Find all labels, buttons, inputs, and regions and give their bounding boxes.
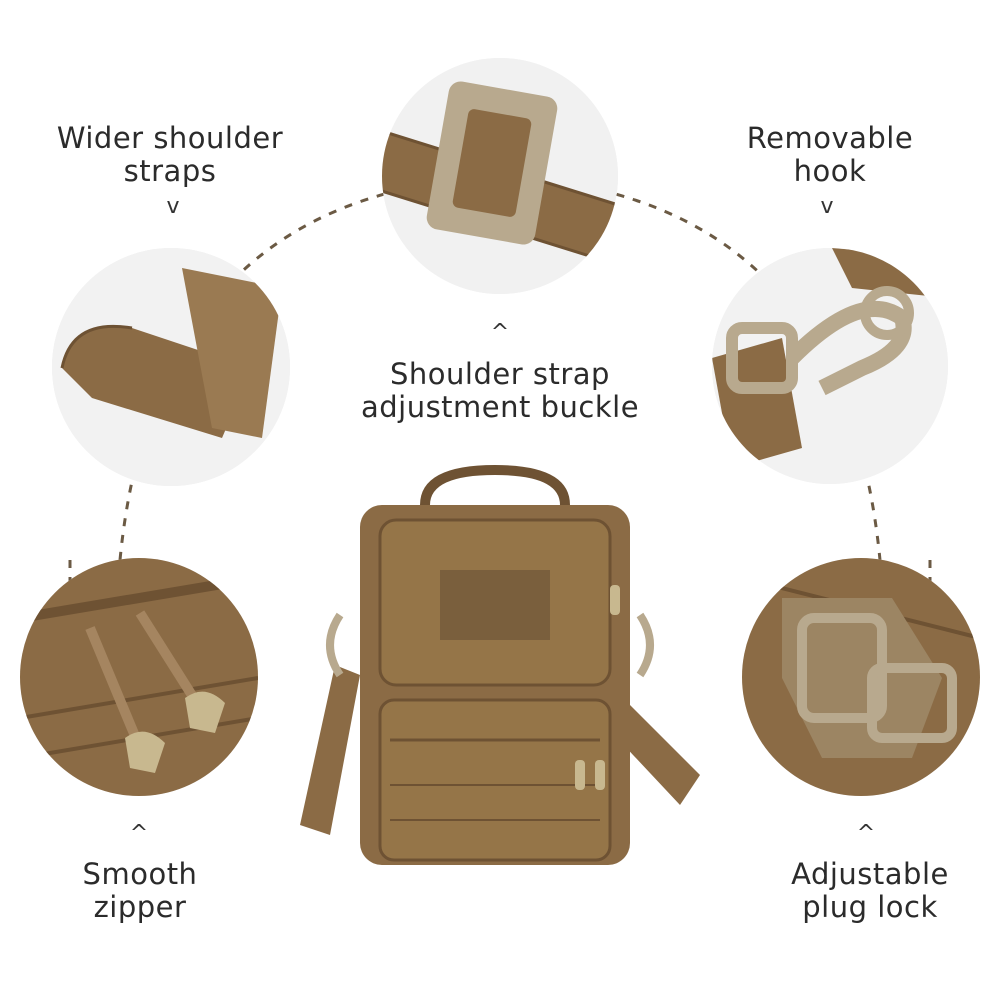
caret-up-icon: ^ <box>856 821 876 846</box>
zipper-photo <box>20 558 258 796</box>
plug-lock-photo <box>742 558 980 796</box>
label-wider-straps: Wider shoulder straps <box>56 121 284 188</box>
caret-down-icon: v <box>820 194 834 219</box>
label-smooth-zipper: Smooth zipper <box>82 857 198 924</box>
label-removable-hook: Removable hook <box>746 121 914 188</box>
caret-up-icon: ^ <box>490 320 510 345</box>
label-buckle: Shoulder strap adjustment buckle <box>360 357 640 424</box>
caret-up-icon: ^ <box>129 821 149 846</box>
hook-photo <box>712 248 948 484</box>
caret-down-icon: v <box>166 194 180 219</box>
bag-illustration <box>300 465 700 865</box>
straps-photo <box>52 248 290 486</box>
label-plug-lock: Adjustable plug lock <box>791 857 949 924</box>
buckle-photo <box>382 58 618 294</box>
